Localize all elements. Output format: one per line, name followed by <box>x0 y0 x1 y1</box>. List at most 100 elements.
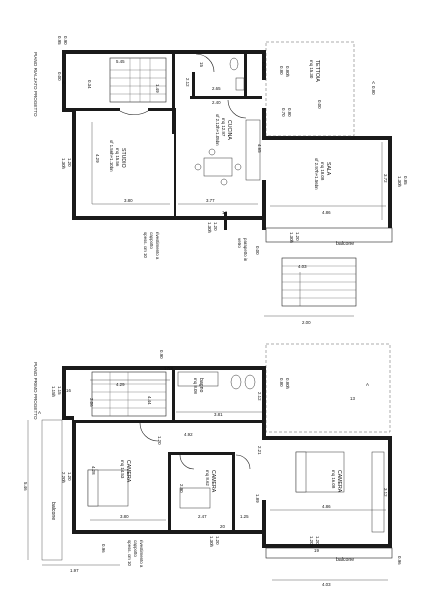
svg-text:sf 2.97h+1.56bn: sf 2.97h+1.56bn <box>314 158 319 190</box>
first-room-labels: bagno mq 8.08 CAMERA mq 14.53 CAMERA mq … <box>120 378 342 493</box>
svg-text:20: 20 <box>220 524 225 529</box>
svg-text:0.80: 0.80 <box>287 108 292 117</box>
ground-notes: balcone rivestimento a cappotto spess. c… <box>62 80 375 262</box>
svg-text:4.86: 4.86 <box>322 504 331 509</box>
svg-text:1.20: 1.20 <box>295 232 300 241</box>
svg-text:2.47: 2.47 <box>198 514 207 519</box>
svg-text:0.00: 0.00 <box>255 246 260 255</box>
svg-text:mq 14.53: mq 14.53 <box>120 460 125 479</box>
svg-text:0.80h: 0.80h <box>285 378 290 390</box>
svg-text:0.70: 0.70 <box>281 108 286 117</box>
first-floor-doors <box>139 422 251 470</box>
ground-dimension-texts: 5.45 1.49 0.34 0.00 0.90 0.95 15 0.54 0.… <box>57 36 408 325</box>
svg-text:4.28: 4.28 <box>91 466 96 475</box>
svg-text:mq 18.08: mq 18.08 <box>320 162 325 181</box>
ground-terrace <box>265 41 393 307</box>
ground-bathroom-fixtures <box>229 57 245 91</box>
svg-text:1.30h: 1.30h <box>61 158 66 170</box>
first-section-marker-a1: A <box>38 410 41 415</box>
svg-text:1.20: 1.20 <box>215 536 220 545</box>
svg-text:0.00: 0.00 <box>57 72 62 81</box>
first-rivestimento-line1: rivestimento a <box>139 540 144 568</box>
svg-text:CAMERA: CAMERA <box>336 470 342 493</box>
ground-section-marker-a2: A <box>372 80 375 85</box>
svg-text:14: 14 <box>222 210 227 215</box>
svg-text:1.15: 1.15 <box>57 386 62 395</box>
svg-text:1.30h: 1.30h <box>397 176 402 188</box>
svg-text:0.80: 0.80 <box>279 378 284 387</box>
svg-text:CAMERA: CAMERA <box>125 460 131 483</box>
svg-text:3.12: 3.12 <box>383 488 388 497</box>
svg-text:5.45: 5.45 <box>116 59 125 64</box>
svg-text:18: 18 <box>168 366 173 371</box>
svg-text:2.65: 2.65 <box>212 86 221 91</box>
ground-floor-title: PIANO RIALZATO PROGETTO <box>33 52 38 117</box>
first-floor-walls <box>62 366 392 548</box>
room-bagno-label: bagno mq 8.08 <box>193 378 204 394</box>
svg-text:0.54: 0.54 <box>261 62 266 71</box>
svg-text:1.30h: 1.30h <box>207 222 212 234</box>
svg-text:mq 8.62: mq 8.62 <box>205 470 210 486</box>
svg-text:1.30h: 1.30h <box>289 232 294 244</box>
svg-text:0.80: 0.80 <box>371 86 376 95</box>
first-balcone-label-left: balcone <box>50 502 56 520</box>
first-balcone-label-bottom: balcone <box>336 557 354 563</box>
first-rivestimento-line3: spess. cm 10 <box>127 540 132 566</box>
room-cucina-label: CUCINA mq 12.97 sf 2.12h+1.05bn <box>215 114 232 146</box>
first-dimension-lines <box>27 379 388 581</box>
svg-text:mq 16.08: mq 16.08 <box>331 470 336 489</box>
ground-floor-plan: PIANO RIALZATO PROGETTO <box>33 36 408 325</box>
svg-text:13: 13 <box>350 396 355 401</box>
ground-parapetto-line2: vetro <box>237 238 242 248</box>
first-floor-plan: PIANO PRIMO PROGETTO <box>23 343 402 587</box>
svg-text:0.96: 0.96 <box>101 544 106 553</box>
svg-text:0.00: 0.00 <box>317 100 322 109</box>
svg-text:CAMERA: CAMERA <box>210 470 216 493</box>
svg-text:4.29: 4.29 <box>116 382 125 387</box>
svg-text:1.15h: 1.15h <box>51 386 56 398</box>
svg-text:1.89: 1.89 <box>255 494 260 503</box>
room-sala-label: SALA mq 18.08 sf 2.97h+1.56bn <box>314 158 331 190</box>
svg-text:1.20: 1.20 <box>315 536 320 545</box>
svg-text:15: 15 <box>199 62 204 67</box>
first-rivestimento-line2: cappotto <box>133 540 138 557</box>
ground-dimension-lines <box>91 122 386 317</box>
ground-floor-doors <box>119 53 247 119</box>
ground-parapetto-line1: parapetto in <box>243 238 248 262</box>
svg-text:3.80: 3.80 <box>120 514 129 519</box>
ground-section-marker-a1: A <box>62 80 65 85</box>
svg-text:17: 17 <box>164 366 169 371</box>
svg-text:1.30h: 1.30h <box>209 536 214 548</box>
room-camera1-label: CAMERA mq 14.53 <box>120 460 131 483</box>
svg-text:0.34: 0.34 <box>87 80 92 89</box>
svg-text:0.90: 0.90 <box>159 350 164 359</box>
first-floor-title: PIANO PRIMO PROGETTO <box>33 362 38 420</box>
first-floor-outline <box>41 343 393 561</box>
svg-text:16: 16 <box>66 388 71 393</box>
svg-text:sf 1.56h+1.10bn: sf 1.56h+1.10bn <box>109 140 114 172</box>
svg-text:0.95: 0.95 <box>57 36 62 45</box>
svg-text:1.20: 1.20 <box>157 436 162 445</box>
svg-text:3.77: 3.77 <box>206 198 215 203</box>
svg-text:mq 15.56: mq 15.56 <box>115 148 120 167</box>
first-floor-beds <box>87 451 385 533</box>
svg-text:0.96: 0.96 <box>397 556 402 565</box>
svg-text:STUDIO: STUDIO <box>120 148 126 168</box>
svg-text:1.97: 1.97 <box>70 568 79 573</box>
svg-text:2.12: 2.12 <box>185 78 190 87</box>
svg-text:SALA: SALA <box>325 162 331 176</box>
svg-text:2.90: 2.90 <box>179 484 184 493</box>
svg-text:3.06: 3.06 <box>89 398 94 407</box>
svg-text:bagno: bagno <box>198 378 204 393</box>
kitchen-furniture <box>194 119 261 186</box>
svg-text:2.20h: 2.20h <box>61 472 66 484</box>
svg-text:sf 2.12h+1.05bn: sf 2.12h+1.05bn <box>215 114 220 146</box>
ground-rivestimento-line1: rivestimento a <box>155 232 160 260</box>
svg-text:3.81: 3.81 <box>214 412 223 417</box>
svg-text:1.20: 1.20 <box>67 158 72 167</box>
first-floor-stairs <box>91 371 167 417</box>
room-camera2-label: CAMERA mq 8.62 <box>205 470 216 493</box>
svg-text:1.25: 1.25 <box>240 514 249 519</box>
first-floor-bathroom-fixtures <box>177 371 256 390</box>
